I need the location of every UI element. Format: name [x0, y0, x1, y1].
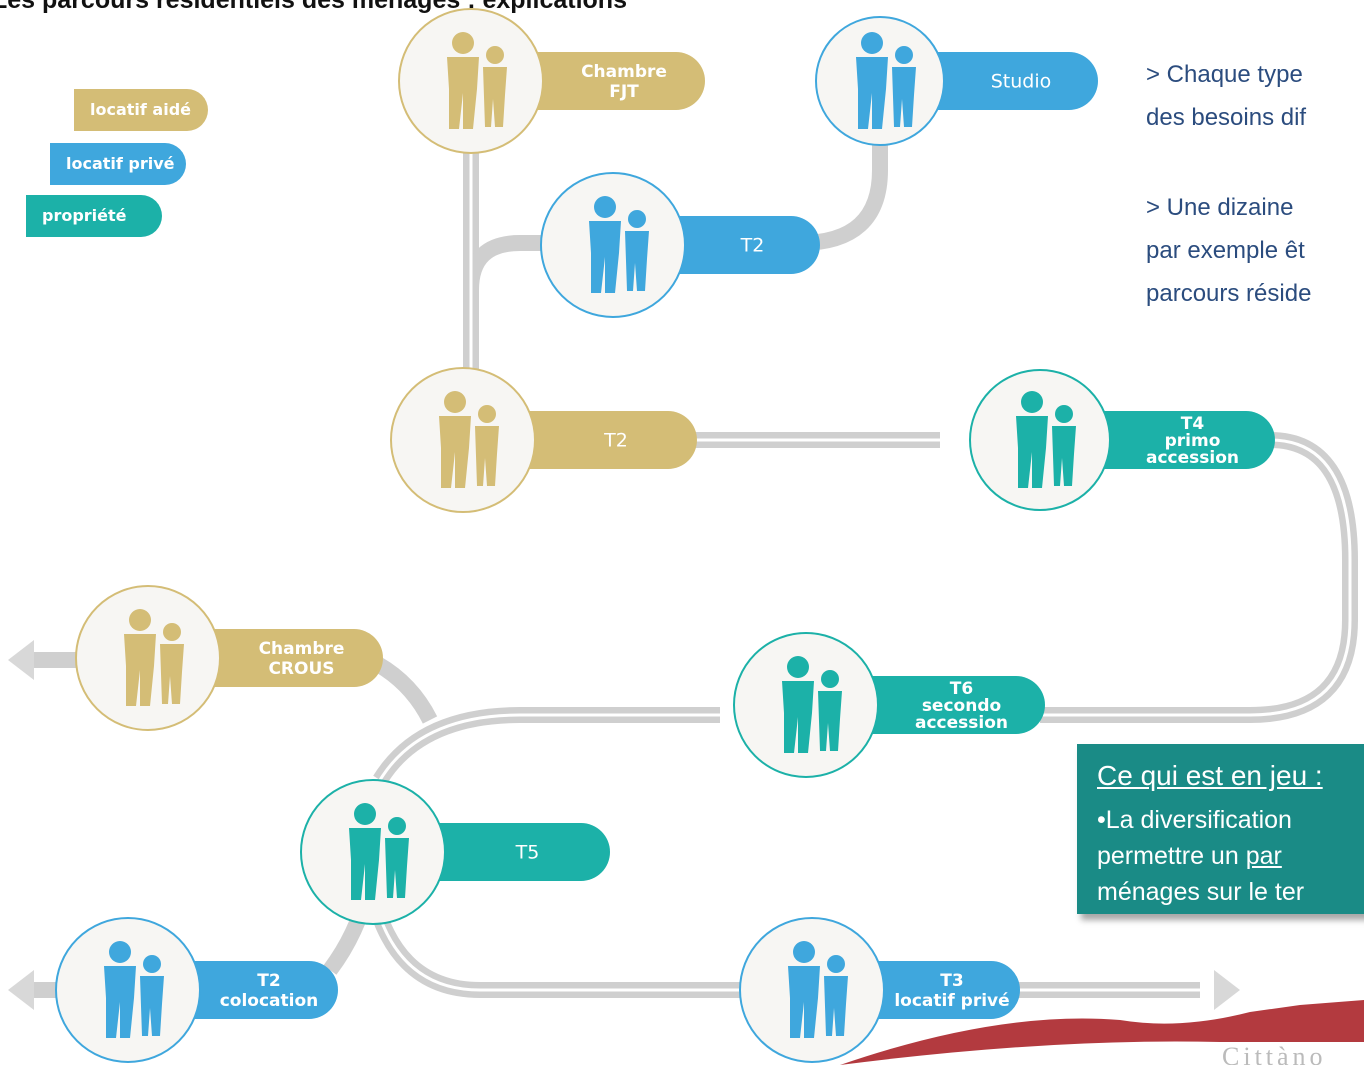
step-label-pill [640, 216, 820, 274]
side-text-line-4: par exemple êt [1146, 237, 1305, 264]
step-label-pill [832, 676, 1045, 734]
student-at-desk-icon [124, 609, 184, 706]
step-node: T2 [390, 367, 697, 513]
side-text-line-2: des besoins dif [1146, 104, 1307, 131]
family-on-sofa-icon [1016, 391, 1076, 488]
older-couple-icon [349, 803, 409, 900]
stakes-line-1: •La diversification [1097, 806, 1292, 834]
stakes-line-2-text: permettre un [1097, 842, 1246, 870]
young-women-dancing-icon [104, 941, 164, 1038]
step-node: T5 [300, 779, 610, 925]
step-label-pill [400, 823, 610, 881]
step-label-pill [1060, 411, 1275, 469]
step-label: T5 [515, 842, 540, 864]
arrow-left-coloc-icon [8, 970, 34, 1010]
stakes-title: Ce qui est en jeu : [1097, 760, 1323, 791]
arrow-left-crous-icon [8, 640, 34, 680]
step-node: Studio [815, 16, 1098, 146]
man-pointing-icon [447, 32, 507, 129]
side-text-line-5: parcours réside [1146, 280, 1312, 307]
step-label-pill [156, 961, 338, 1019]
step-label-pill [176, 629, 383, 687]
step-label: T2 [603, 430, 628, 452]
stakes-box: Ce qui est en jeu : •La diversification … [1077, 744, 1364, 914]
step-label-pill [490, 411, 697, 469]
couple-kissing-icon [439, 391, 499, 488]
legend-locatif-aide: locatif aidé [74, 89, 208, 131]
stakes-line-2: permettre un par [1097, 842, 1282, 871]
logo-text: Cittàno [1222, 1042, 1327, 1065]
side-text-line-3: > Une dizaine [1146, 194, 1294, 221]
elderly-woman-with-dog-icon [788, 941, 848, 1038]
arrow-right-t3-icon [1214, 970, 1240, 1010]
person-at-desk-icon [856, 32, 916, 129]
step-label: Studio [991, 71, 1052, 93]
legend-locatif-prive: locatif privé [50, 143, 186, 185]
person-with-dog-icon [589, 196, 649, 293]
legend-propriete: propriété [26, 195, 162, 237]
step-label: T2 [740, 235, 765, 257]
road-t6-to-junction [373, 707, 720, 785]
logo-mountain-icon [840, 1000, 1364, 1065]
large-family-icon [782, 656, 842, 753]
side-text-line-1: > Chaque type [1146, 61, 1303, 88]
stakes-line-3: ménages sur le ter [1097, 878, 1305, 906]
stakes-line-2-underlined: par [1245, 842, 1282, 870]
step-node: T2 [540, 172, 820, 318]
step-label-pill [840, 961, 1020, 1019]
step-label-pill [500, 52, 705, 110]
step-label-pill [900, 52, 1098, 110]
